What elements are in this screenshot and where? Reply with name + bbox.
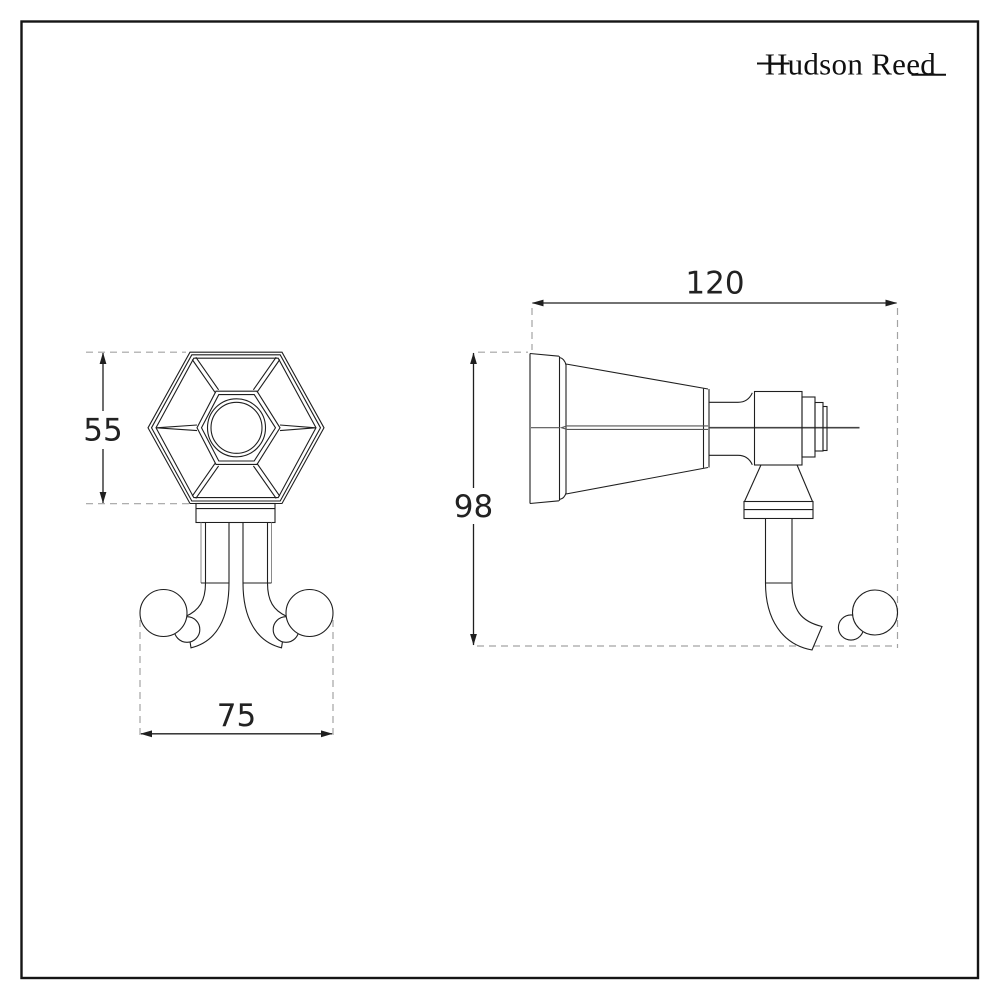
- front-view: [86, 351, 334, 737]
- logo-text: Hudson Reed: [765, 47, 936, 82]
- end-cap: [822, 405, 828, 452]
- hexagon-backplate: [147, 351, 325, 505]
- dimension-label-98: 98: [454, 489, 493, 525]
- dimension-annotations: 55 75 98 120: [83, 266, 898, 738]
- dimension-front-height: 55: [83, 352, 123, 504]
- side-cone: [565, 363, 710, 495]
- hook-arm-right: [242, 521, 288, 649]
- side-hook-arm: [743, 464, 899, 651]
- centerline: [531, 425, 860, 430]
- hook-ball-right: [285, 588, 334, 638]
- boss-circle-outer: [206, 398, 267, 458]
- end-ring-2: [814, 401, 824, 452]
- boss-circle-inner: [210, 401, 263, 454]
- dimension-label-75: 75: [217, 698, 256, 734]
- dimension-side-height: 98: [454, 352, 493, 646]
- hook-arm-left: [185, 521, 230, 649]
- side-hook-ball: [851, 589, 899, 636]
- front-hook-arms: [139, 521, 334, 649]
- frame-border: [20, 20, 980, 980]
- brand-logo: Hudson Reed: [757, 47, 946, 82]
- side-body: [709, 390, 828, 466]
- dimension-label-120: 120: [685, 266, 744, 302]
- hook-ball-left: [139, 588, 188, 638]
- side-backplate: [529, 352, 567, 505]
- dimension-front-width: 75: [140, 698, 333, 738]
- dimension-side-depth: 120: [531, 266, 898, 307]
- side-view: [477, 308, 899, 651]
- front-flange: [195, 502, 276, 524]
- side-hook-tube: [764, 517, 823, 651]
- dimension-label-55: 55: [83, 413, 122, 449]
